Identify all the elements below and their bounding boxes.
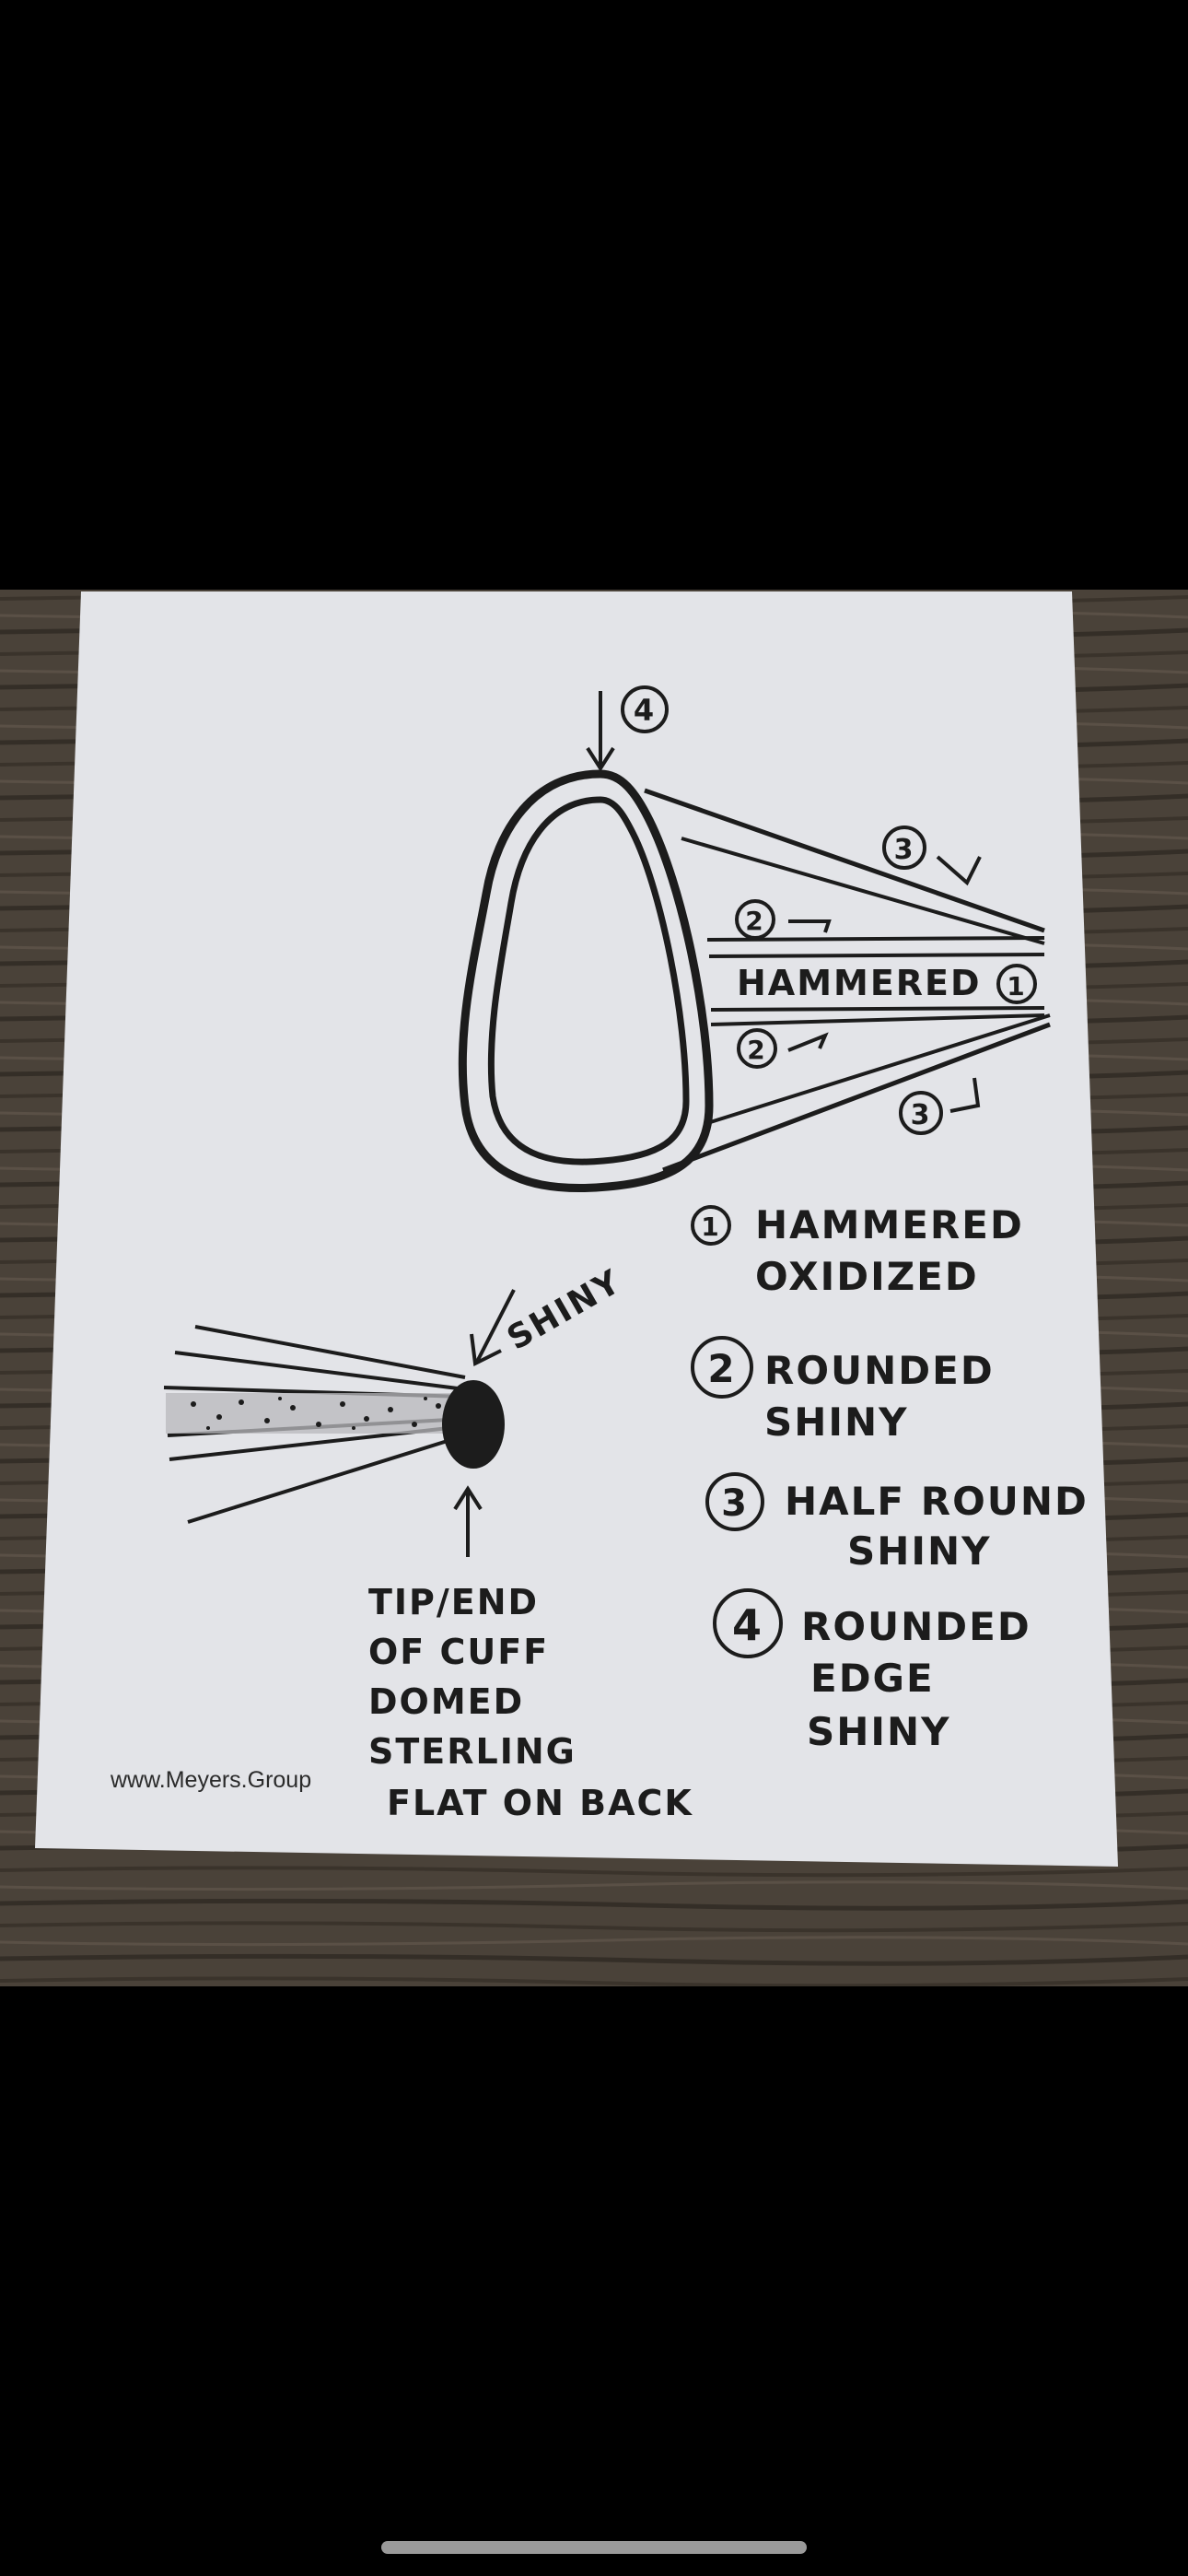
tip-domed-end: [442, 1380, 505, 1469]
legend-2-line-2: SHINY: [764, 1399, 909, 1445]
callout-2-lower: 2: [747, 1035, 766, 1065]
paper-sheet: [35, 591, 1118, 1867]
cuff-outer-loop: [458, 769, 714, 1193]
legend-1-number: 1: [701, 1212, 720, 1242]
watermark: www.Meyers.Group: [110, 1767, 311, 1793]
band-lower-outer: [662, 1022, 1051, 1173]
home-indicator[interactable]: [381, 2541, 807, 2554]
legend-4-circle: [713, 1588, 783, 1658]
tip-hammered-dots: [191, 1397, 441, 1430]
tip-note-line-5: FLAT ON BACK: [387, 1783, 693, 1823]
legend-3-circle: [705, 1472, 764, 1531]
band-lower-outer-inner: [704, 1013, 1051, 1126]
callout-circle-4-top: [621, 685, 669, 733]
tip-note-line-2: OF CUFF: [368, 1632, 549, 1672]
tip-note-line-1: TIP/END: [368, 1582, 539, 1622]
band-center-bottom: [710, 1006, 1045, 1012]
arrow-shiny: [475, 1289, 516, 1363]
arrow-top-head: [586, 746, 615, 772]
arrow-3-upper: [936, 855, 982, 886]
callout-3-lower: 3: [911, 1099, 932, 1131]
callout-3-upper: 3: [894, 834, 915, 866]
band-number-circle: [996, 964, 1037, 1004]
legend-3-number: 3: [721, 1482, 749, 1525]
tip-hammered-texture: [166, 1393, 460, 1434]
tip-band-2: [174, 1351, 466, 1391]
arrow-3-lower: [949, 1077, 981, 1113]
callout-4-top: 4: [634, 693, 656, 728]
arrow-shiny-head: [470, 1333, 502, 1367]
callout-circle-2-lower: [737, 1028, 777, 1069]
cuff-inner-loop: [487, 796, 690, 1165]
legend-4-line-3: SHINY: [807, 1709, 951, 1754]
legend-2-line-1: ROUNDED: [764, 1348, 995, 1393]
callout-circle-3-lower: [899, 1091, 943, 1135]
callout-2-upper: 2: [745, 906, 764, 936]
legend-4-number: 4: [732, 1600, 763, 1650]
sketch-photo[interactable]: 4 3 2 HAMMERED 1: [0, 590, 1188, 1986]
tip-band-1: [194, 1325, 466, 1379]
band-label: HAMMERED: [737, 963, 982, 1003]
band-upper-outer: [644, 788, 1045, 933]
tip-band-6: [187, 1434, 466, 1524]
callout-circle-2-upper: [735, 899, 775, 940]
band-lower-mid: [710, 1013, 1045, 1026]
legend-1-circle: [691, 1205, 731, 1246]
arrow-tip-head: [453, 1485, 483, 1511]
band-center-top: [708, 953, 1045, 958]
callout-circle-3-upper: [882, 825, 926, 870]
photo-canvas: 4 3 2 HAMMERED 1: [0, 590, 1188, 1986]
tip-note-line-4: STERLING: [368, 1731, 577, 1772]
band-number: 1: [1007, 971, 1026, 1001]
legend-1-line-2: OXIDIZED: [755, 1254, 979, 1299]
legend-4-line-1: ROUNDED: [801, 1604, 1031, 1649]
arrow-2-upper: [788, 919, 832, 933]
arrow-2-lower: [787, 1032, 829, 1052]
legend-2-number: 2: [707, 1346, 736, 1391]
legend-3-line-1: HALF ROUND: [785, 1479, 1089, 1524]
legend-4-line-2: EDGE: [810, 1656, 935, 1701]
legend-2-circle: [691, 1336, 753, 1399]
tip-note-line-3: DOMED: [368, 1681, 524, 1722]
band-upper-outer-inner: [681, 837, 1045, 945]
legend-1-line-1: HAMMERED: [755, 1202, 1024, 1247]
band-upper-mid: [706, 936, 1045, 942]
legend-3-line-2: SHINY: [847, 1528, 992, 1574]
